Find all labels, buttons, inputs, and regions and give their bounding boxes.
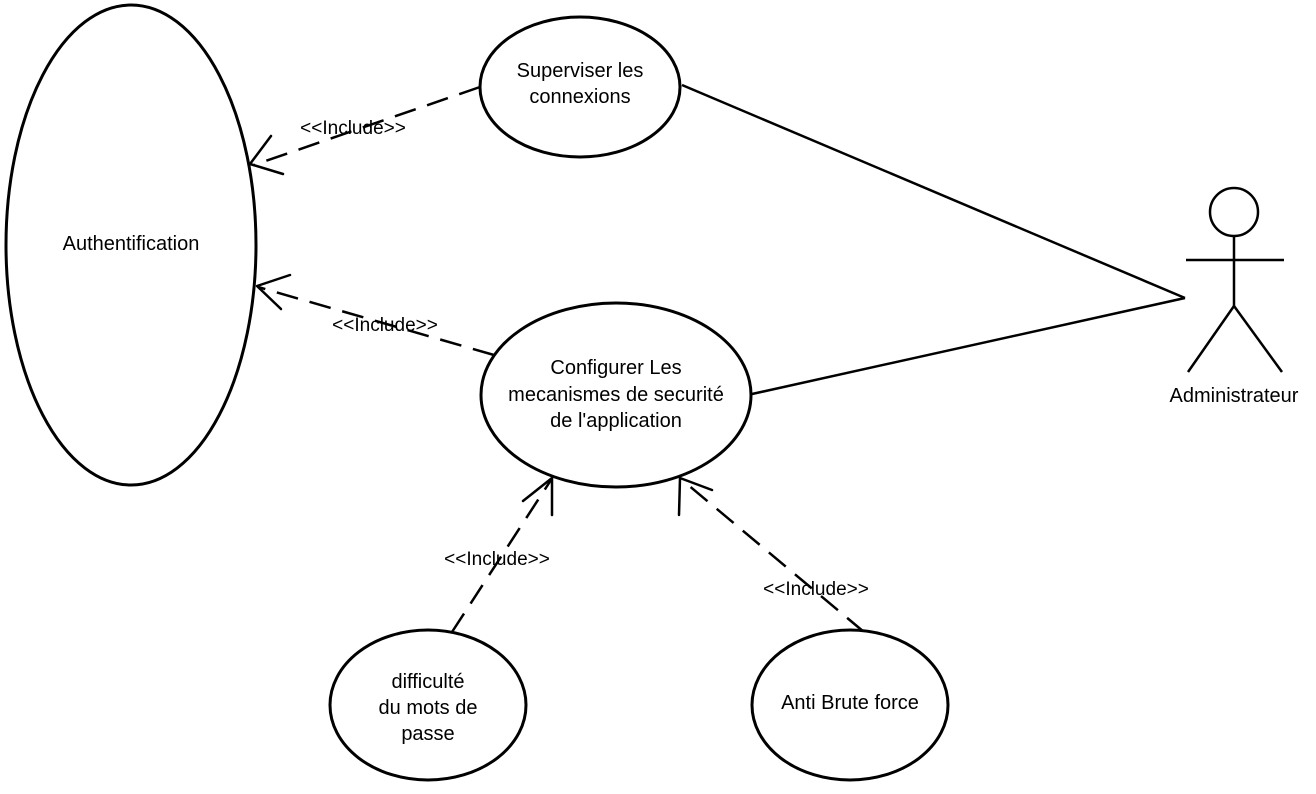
actor-right-leg [1232,305,1284,373]
include-label: <<Include>> [300,118,406,139]
use-case-anti-brute-force[interactable]: Anti Brute force [750,628,950,782]
use-case-superviser-connexions[interactable]: Superviser les connexions [478,15,682,159]
association-admin-configurer [751,296,1186,396]
actor-left-leg [1186,305,1236,373]
include-superviser-authentification: <<Include>> [248,85,481,176]
use-case-label-line-3: de l'application [550,410,682,432]
use-case-authentification[interactable]: Authentification [4,3,258,487]
association-admin-superviser [681,83,1186,300]
include-label: <<Include>> [444,549,550,570]
use-case-configurer-mecanismes[interactable]: Configurer Les mecanismes de securité de… [479,301,753,489]
use-case-label-line-1: Superviser les [517,60,644,82]
use-case-label-line-2: mecanismes de securité [508,384,724,406]
use-case-label-line-1: difficulté [391,671,464,693]
include-antibrute-configurer: <<Include>> [677,476,869,633]
actor-administrateur[interactable]: Administrateur [1170,186,1299,407]
use-case-label-line-1: Configurer Les [550,357,681,379]
actor-label: Administrateur [1170,385,1299,407]
include-label: <<Include>> [763,579,869,600]
actor-head [1208,186,1260,238]
use-case-label-line-2: connexions [529,86,630,108]
include-label: <<Include>> [332,315,438,336]
include-difficulte-configurer: <<Include>> [444,476,554,633]
use-case-label: Authentification [63,233,200,255]
use-case-label-line-2: du mots de [379,697,478,719]
use-case-label: Anti Brute force [781,692,919,714]
include-configurer-authentification: <<Include>> [255,273,495,357]
use-case-label-line-3: passe [401,723,454,745]
use-case-difficulte-mots-de-passe[interactable]: difficulté du mots de passe [328,628,528,782]
